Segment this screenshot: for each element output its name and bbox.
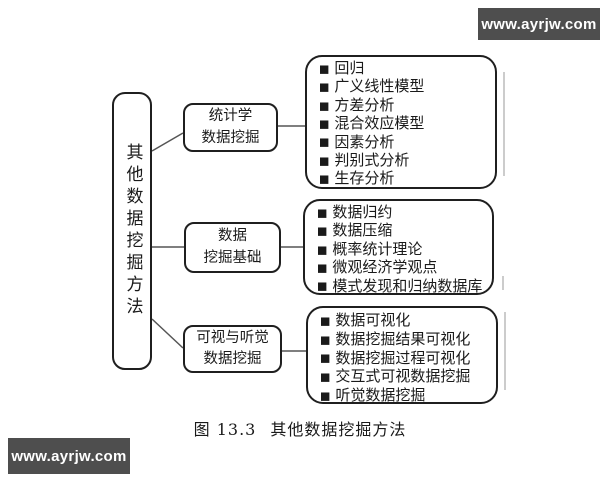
bullet-square-icon: ■: [319, 135, 330, 149]
leaf-box-visualization-topics: ■数据可视化 ■数据挖掘结果可视化 ■数据挖掘过程可视化 ■交互式可视数据挖掘 …: [306, 306, 498, 404]
bullet-square-icon: ■: [320, 333, 331, 347]
leaf-item-list: ■数据可视化 ■数据挖掘结果可视化 ■数据挖掘过程可视化 ■交互式可视数据挖掘 …: [308, 308, 496, 405]
leaf-item-list: ■ 回归 ■ 广义线性模型 ■ 方差分析 ■ 混合效应模型 ■ 因素分析 ■ 判别式分析 ■…: [307, 57, 495, 188]
bullet-square-icon: ■: [320, 351, 331, 365]
list-item: ■ 概率统计理论: [317, 240, 488, 258]
list-item-text: 生存分析: [334, 169, 395, 188]
list-item: ■ 回归: [319, 59, 491, 77]
watermark-top-right: www.ayrjw.com: [478, 8, 600, 40]
scan-artifact-line: [503, 72, 505, 176]
bullet-square-icon: ■: [317, 206, 328, 220]
list-item: ■ 数据挖掘结果可视化: [320, 330, 492, 349]
watermark-bottom-left: www.ayrjw.com: [8, 438, 130, 474]
bullet-square-icon: ■: [317, 224, 328, 238]
branch-node-data-mining-foundations: 数据 挖掘基础: [184, 222, 281, 273]
scan-artifact-line: [502, 276, 504, 290]
bullet-square-icon: ■: [319, 154, 330, 168]
bullet-square-icon: ■: [319, 99, 330, 113]
bullet-square-icon: ■: [317, 243, 328, 257]
list-item-text: 混合效应模型: [334, 114, 425, 133]
branch-label-line: 挖掘基础: [203, 249, 262, 266]
list-item: ■ 数据压缩: [317, 221, 488, 239]
bullet-square-icon: ■: [319, 62, 330, 76]
list-item: ■ 交互式可视数据挖掘: [320, 367, 492, 386]
list-item-text: 概率统计理论: [332, 239, 423, 258]
branch-node-statistical-data-mining: 统计学 数据挖掘: [183, 103, 278, 152]
list-item-text: 交互式可视数据挖掘: [335, 367, 471, 386]
branch-label-line: 数据挖掘: [201, 129, 260, 146]
list-item-text: 数据挖掘结果可视化: [335, 329, 471, 348]
list-item: ■ 判别式分析: [319, 151, 491, 169]
figure-caption-number: 图 13.3: [193, 420, 257, 439]
bullet-square-icon: ■: [317, 261, 328, 275]
list-item-text: 数据挖掘过程可视化: [335, 348, 471, 367]
list-item-text: 广义线性模型: [334, 77, 425, 96]
figure-caption: 图 13.3 其他数据挖掘方法: [0, 416, 600, 440]
branch-node-visual-audio-data-mining: 可视与听觉 数据挖掘: [183, 325, 282, 373]
list-item: ■ 微观经济学观点: [317, 258, 488, 276]
bullet-square-icon: ■: [319, 172, 330, 186]
root-node-label: 其他数据挖掘方法: [122, 143, 143, 319]
bullet-square-icon: ■: [320, 370, 331, 384]
leaf-box-foundation-topics: ■ 数据归约 ■ 数据压缩 ■ 概率统计理论 ■ 微观经济学观点 ■ 模式发现和归纳数据库: [303, 199, 494, 295]
root-node-other-data-mining-methods: 其他数据挖掘方法: [112, 92, 152, 370]
branch-label-line: 数据挖掘: [203, 351, 262, 367]
list-item: ■ 听觉数据挖掘: [320, 386, 492, 405]
bullet-square-icon: ■: [317, 279, 328, 293]
list-item-text: 数据归约: [332, 203, 393, 221]
list-item-text: 数据压缩: [332, 221, 393, 240]
list-item: ■ 模式发现和归纳数据库: [317, 277, 488, 295]
bullet-square-icon: ■: [320, 389, 331, 403]
list-item: ■ 广义线性模型: [319, 77, 491, 95]
watermark-text: www.ayrjw.com: [11, 447, 127, 465]
list-item-text: 微观经济学观点: [332, 258, 438, 277]
watermark-text: www.ayrjw.com: [481, 15, 597, 33]
list-item: ■ 生存分析: [319, 169, 491, 187]
scan-artifact-line: [504, 312, 506, 390]
list-item-text: 数据可视化: [335, 311, 411, 329]
connector-root-to-branch3: [151, 318, 184, 349]
list-item: ■ 方差分析: [319, 96, 491, 114]
list-item: ■ 数据挖掘过程可视化: [320, 349, 492, 368]
list-item: ■ 数据归约: [317, 203, 488, 221]
figure-caption-title: 其他数据挖掘方法: [270, 420, 407, 439]
list-item-text: 回归: [334, 59, 365, 77]
bullet-square-icon: ■: [319, 80, 330, 94]
list-item-text: 模式发现和归纳数据库: [332, 276, 483, 295]
list-item-text: 判别式分析: [334, 151, 410, 170]
list-item: ■ 因素分析: [319, 133, 491, 151]
bullet-square-icon: ■: [320, 314, 331, 328]
branch-label-line: 数据: [218, 228, 247, 245]
list-item: ■ 混合效应模型: [319, 114, 491, 132]
list-item: ■ 数据可视化: [320, 311, 492, 330]
branch-label-line: 可视与听觉: [196, 329, 269, 346]
connector-root-to-branch1: [151, 132, 184, 152]
leaf-box-statistical-methods: ■ 回归 ■ 广义线性模型 ■ 方差分析 ■ 混合效应模型 ■ 因素分析 ■ 判别式分析 ■…: [305, 55, 497, 189]
branch-label-line: 统计学: [208, 108, 253, 125]
list-item-text: 因素分析: [334, 132, 395, 151]
leaf-item-list: ■ 数据归约 ■ 数据压缩 ■ 概率统计理论 ■ 微观经济学观点 ■ 模式发现和归纳数据库: [305, 201, 492, 295]
list-item-text: 方差分析: [334, 95, 395, 114]
bullet-square-icon: ■: [319, 117, 330, 131]
list-item-text: 听觉数据挖掘: [335, 386, 426, 405]
